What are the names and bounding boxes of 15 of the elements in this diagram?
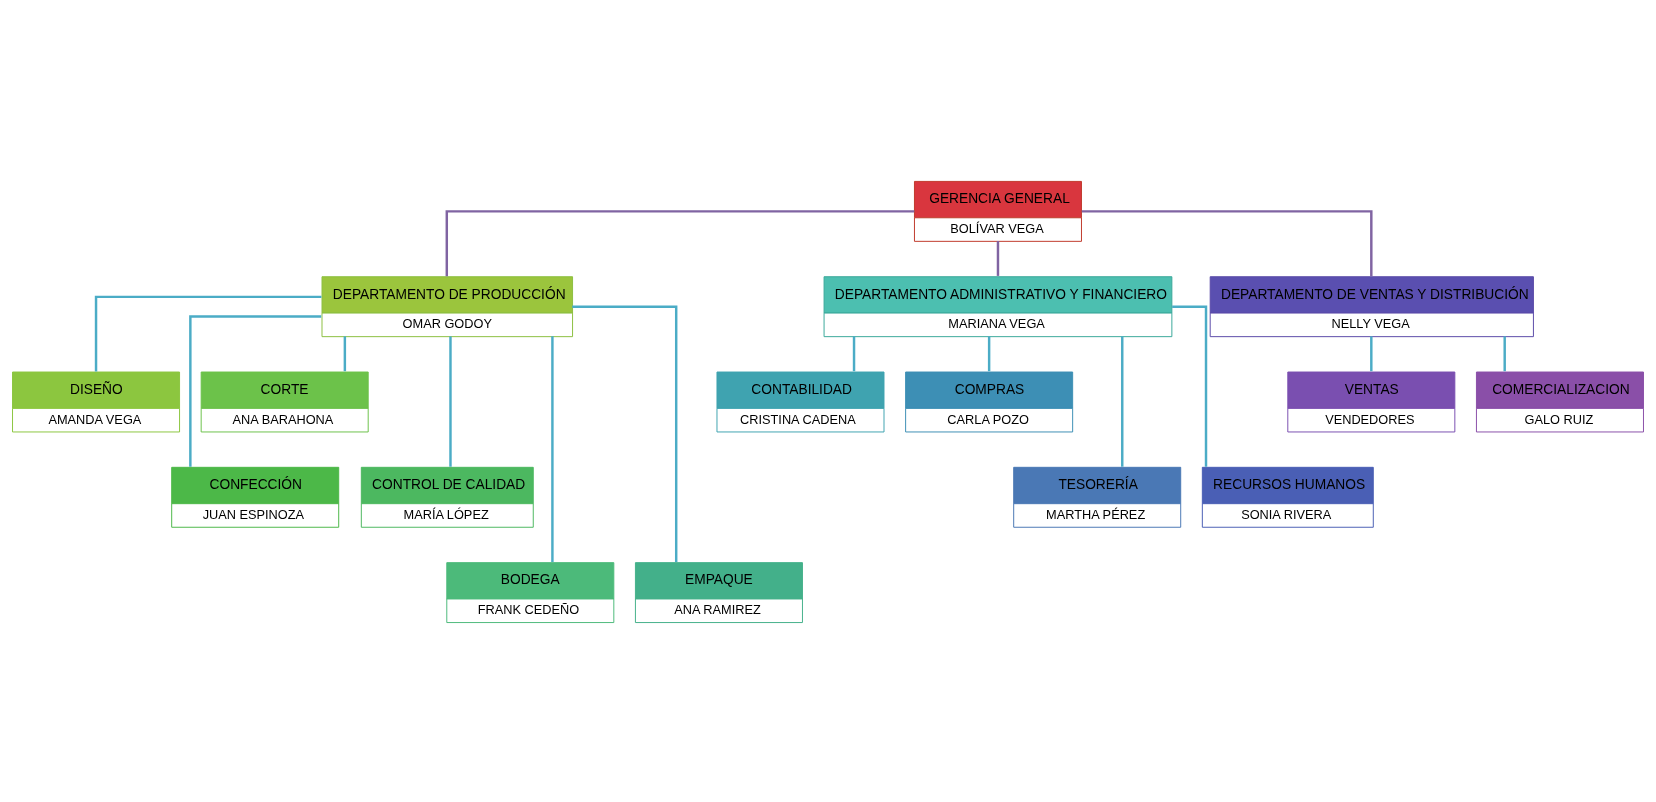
connector — [1503, 335, 1506, 371]
connector — [551, 335, 554, 562]
connector — [189, 314, 322, 467]
connector — [1081, 209, 1373, 276]
connector — [445, 209, 915, 276]
connector — [852, 335, 856, 371]
connector — [996, 240, 1000, 276]
connector — [1121, 335, 1124, 467]
connector — [1172, 304, 1208, 467]
connector — [343, 335, 347, 371]
connector — [1370, 335, 1373, 371]
connector — [94, 295, 322, 371]
connector — [449, 335, 452, 467]
connector — [572, 304, 678, 562]
connector — [987, 335, 991, 371]
